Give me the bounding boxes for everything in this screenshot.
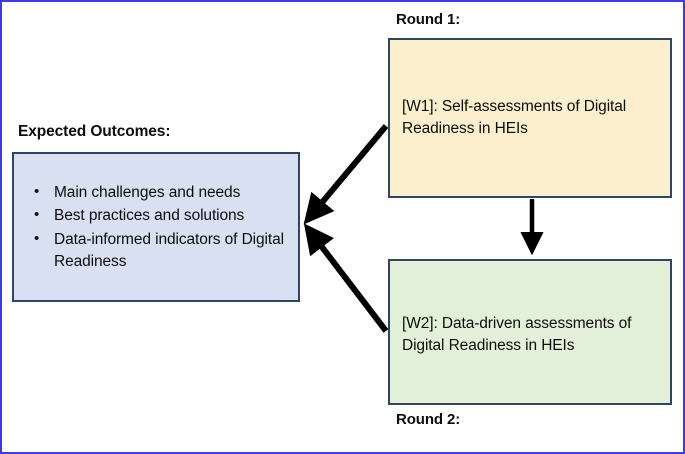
round-2-label: Round 2: (396, 411, 461, 428)
list-item: Main challenges and needs (28, 181, 286, 204)
node-expected-outcomes[interactable]: Main challenges and needsBest practices … (12, 152, 300, 302)
connector-w1-to-outcomes (303, 124, 389, 225)
node-w2-text: [W2]: Data-driven assessments of Digital… (402, 315, 632, 354)
connector-w2-to-outcomes (303, 223, 389, 333)
list-item: Data-informed indicators of Digital Read… (28, 228, 286, 274)
node-w2-data-driven[interactable]: [W2]: Data-driven assessments of Digital… (388, 259, 672, 405)
node-w1-self-assessments[interactable]: [W1]: Self-assessments of Digital Readin… (388, 38, 672, 198)
list-item: Best practices and solutions (28, 204, 286, 227)
expected-outcomes-label: Expected Outcomes: (18, 123, 171, 140)
node-w1-text: [W1]: Self-assessments of Digital Readin… (402, 98, 627, 137)
expected-outcomes-list: Main challenges and needsBest practices … (28, 181, 286, 275)
round-1-label: Round 1: (396, 11, 461, 28)
